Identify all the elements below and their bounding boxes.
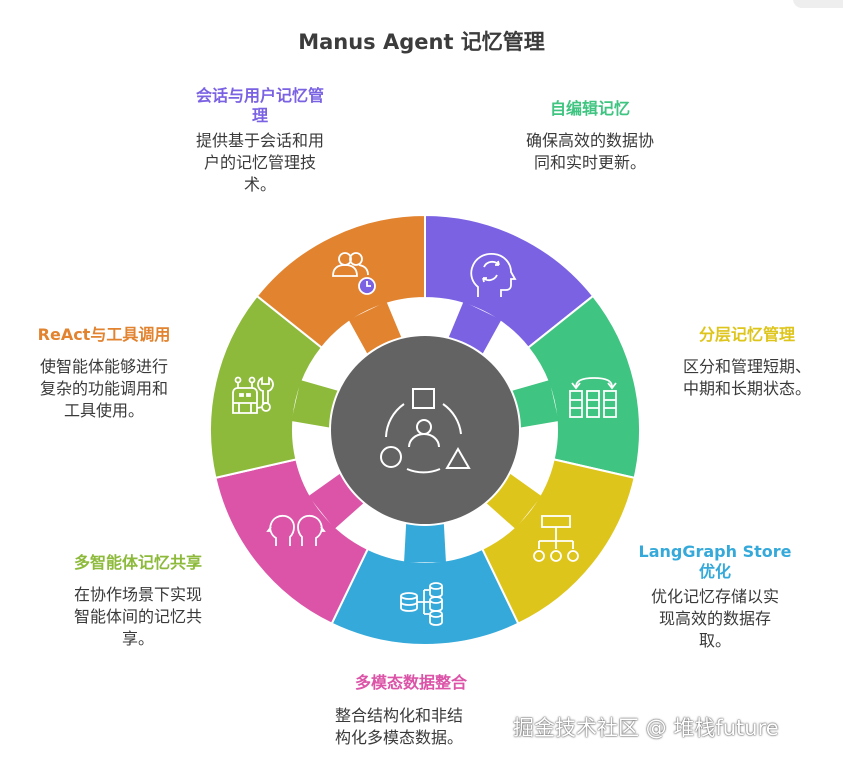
desc-multi-agent: 在协作场景下实现智能体间的记忆共享。 xyxy=(73,585,202,648)
label-multi-agent: 多智能体记忆共享 在协作场景下实现智能体间的记忆共享。 xyxy=(48,553,228,650)
label-multimodal: 多模态数据整合 整合结构化和非结构化多模态数据。 xyxy=(335,673,510,749)
desc-session-user: 提供基于会话和用户的记忆管理技术。 xyxy=(195,131,324,194)
columns-swap-icon xyxy=(569,377,617,418)
label-react-tools: ReAct与工具调用 使智能体能够进行复杂的功能调用和工具使用。 xyxy=(14,325,194,422)
desc-langgraph: 优化记忆存储以实现高效的数据存取。 xyxy=(650,587,779,650)
desc-self-edit: 确保高效的数据协同和实时更新。 xyxy=(525,131,654,172)
center-hub xyxy=(331,336,519,524)
desc-layered: 区分和管理短期、中期和长期状态。 xyxy=(682,357,811,398)
users-clock-icon xyxy=(332,252,376,295)
two-heads-icon xyxy=(266,514,326,546)
label-self-edit: 自编辑记忆 确保高效的数据协同和实时更新。 xyxy=(490,99,690,174)
segment-react-tools xyxy=(255,213,426,350)
robot-wrench-icon xyxy=(232,376,274,414)
diagram-title: Manus Agent 记忆管理 xyxy=(298,30,545,54)
heading-layered: 分层记忆管理 xyxy=(698,325,795,344)
connector-multi-agent xyxy=(291,380,342,429)
label-layered: 分层记忆管理 区分和管理短期、中期和长期状态。 xyxy=(662,325,832,400)
desc-multimodal: 整合结构化和非结构化多模态数据。 xyxy=(335,706,464,747)
head-refresh-icon xyxy=(470,253,517,297)
top-right-pill xyxy=(793,0,843,8)
shapes-collaboration-icon xyxy=(380,388,471,474)
watermark: 掘金技术社区 @ 堆栈future xyxy=(513,716,779,740)
database-tree-icon xyxy=(400,582,443,626)
connector-langgraph xyxy=(404,520,446,563)
heading-react-tools: ReAct与工具调用 xyxy=(37,325,171,344)
heading-multimodal: 多模态数据整合 xyxy=(355,673,468,692)
desc-react-tools: 使智能体能够进行复杂的功能调用和工具使用。 xyxy=(39,357,168,420)
label-session-user: 会话与用户记忆管理 提供基于会话和用户的记忆管理技术。 xyxy=(160,86,360,196)
heading-self-edit: 自编辑记忆 xyxy=(549,99,630,118)
heading-multi-agent: 多智能体记忆共享 xyxy=(73,553,202,572)
heading-session-user: 会话与用户记忆管理 xyxy=(195,86,324,125)
connector-self-edit xyxy=(508,380,559,429)
hierarchy-icon xyxy=(533,515,579,562)
